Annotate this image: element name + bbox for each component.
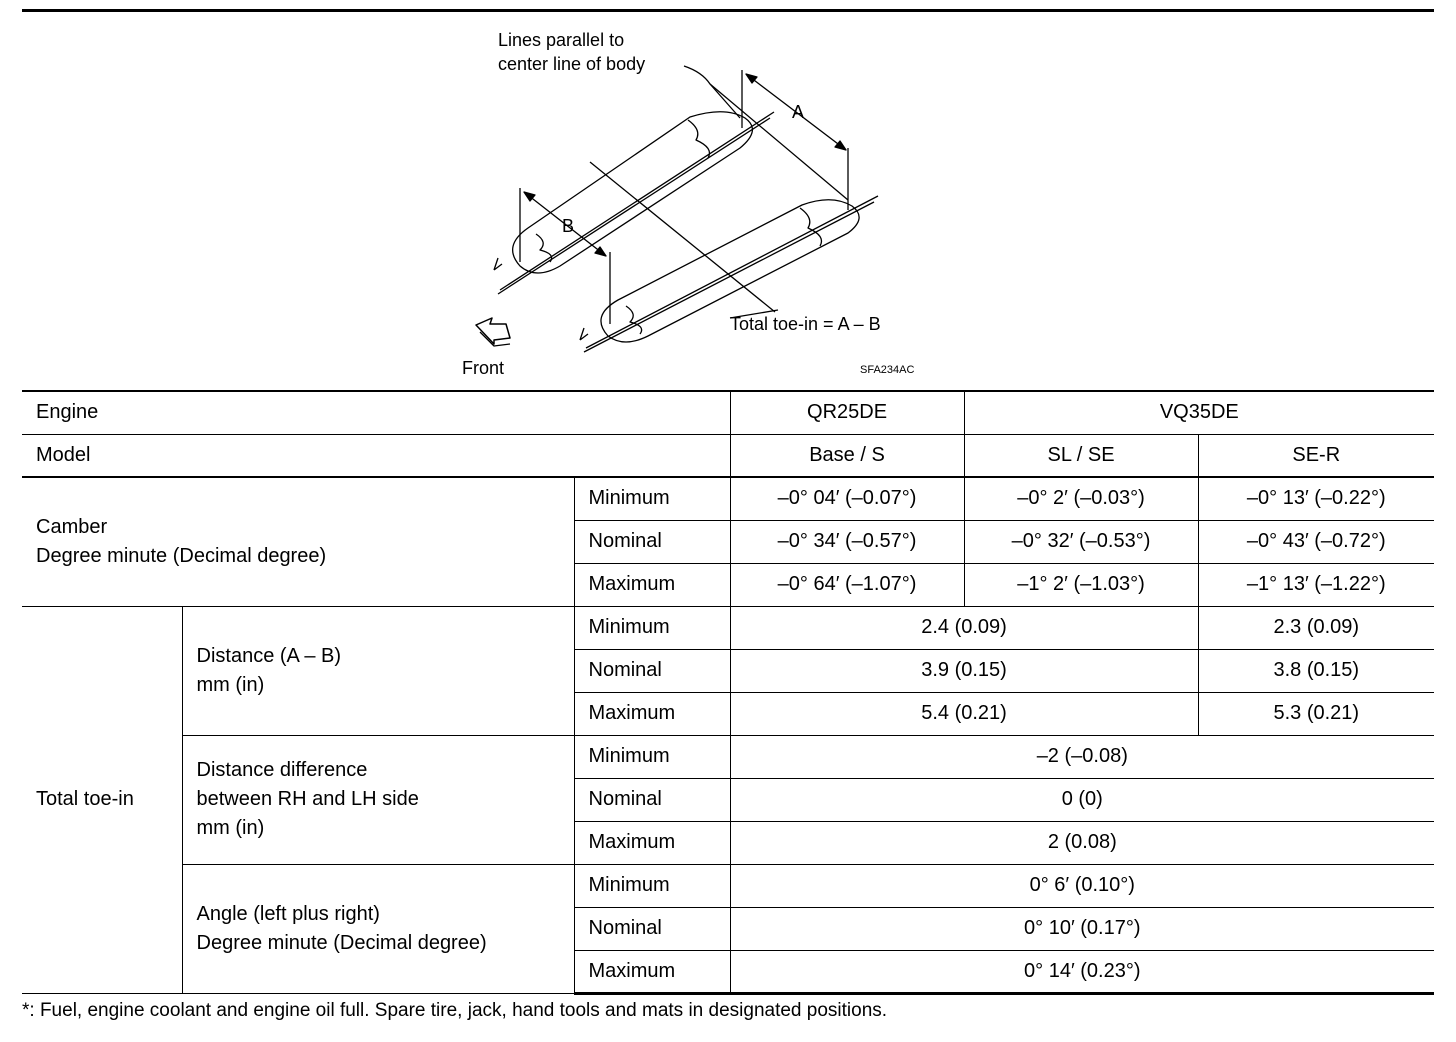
level-label: Nominal: [573, 906, 731, 951]
distance-ser-value: 2.3 (0.09): [1197, 605, 1435, 650]
camber-row-nominal: Nominal –0° 34′ (–0.57°) –0° 32′ (–0.53°…: [22, 519, 1435, 564]
model-label: Model: [22, 433, 731, 478]
distance-base-sl-value: 5.4 (0.21): [729, 691, 1199, 736]
level-label: Nominal: [573, 648, 731, 693]
level-label: Nominal: [573, 777, 731, 822]
angle-row-maximum: Maximum 0° 14′ (0.23°): [22, 949, 1435, 995]
dimension-b-label: B: [562, 216, 575, 236]
parallel-lines-label: Lines parallel to center line of body: [498, 30, 646, 74]
wheel-alignment-table: Engine QR25DE VQ35DE Model Base / S SL /…: [22, 390, 1435, 995]
right-tire-outline: [600, 199, 860, 343]
model-sl-se: SL / SE: [963, 433, 1199, 478]
angle-row-minimum: Angle (left plus right) Degree minute (D…: [22, 863, 1435, 994]
camber-base-value: –0° 64′ (–1.07°): [729, 562, 965, 607]
camber-ser-value: –0° 43′ (–0.72°): [1197, 519, 1435, 564]
level-label: Maximum: [573, 820, 731, 865]
level-label: Minimum: [573, 476, 731, 521]
level-label: Minimum: [573, 605, 731, 650]
angle-label: Angle (left plus right) Degree minute (D…: [181, 863, 575, 994]
distance-base-sl-value: 2.4 (0.09): [729, 605, 1199, 650]
camber-sl-value: –0° 32′ (–0.53°): [963, 519, 1199, 564]
left-tire-outline: [512, 111, 753, 274]
angle-value: 0° 6′ (0.10°): [729, 863, 1435, 908]
camber-label: Camber Degree minute (Decimal degree): [22, 476, 575, 607]
camber-ser-value: –1° 13′ (–1.22°): [1197, 562, 1435, 607]
figure-code: SFA234AC: [860, 364, 915, 376]
distance-row-maximum: Maximum 5.4 (0.21) 5.3 (0.21): [22, 691, 1435, 736]
camber-base-value: –0° 34′ (–0.57°): [729, 519, 965, 564]
left-tire-tread: [535, 119, 711, 263]
level-label: Maximum: [573, 691, 731, 736]
difference-row-nominal: Nominal 0 (0): [22, 777, 1435, 822]
level-label: Minimum: [573, 734, 731, 779]
model-base-s: Base / S: [729, 433, 965, 478]
dimension-a-label: A: [792, 102, 805, 122]
level-label: Minimum: [573, 863, 731, 908]
camber-row-maximum: Maximum –0° 64′ (–1.07°) –1° 2′ (–1.03°)…: [22, 562, 1435, 607]
camber-sl-value: –1° 2′ (–1.03°): [963, 562, 1199, 607]
angle-value: 0° 10′ (0.17°): [729, 906, 1435, 951]
difference-value: –2 (–0.08): [729, 734, 1435, 779]
total-toe-in-formula: Total toe-in = A – B: [730, 314, 881, 334]
camber-sl-value: –0° 2′ (–0.03°): [963, 476, 1199, 521]
engine-row: Engine QR25DE VQ35DE: [22, 390, 1435, 435]
distance-row-minimum: Total toe-in Distance (A – B) mm (in) Mi…: [22, 605, 1435, 994]
model-row: Model Base / S SL / SE SE-R: [22, 433, 1435, 478]
angle-value: 0° 14′ (0.23°): [729, 949, 1435, 995]
toe-in-diagram: Lines parallel to center line of body A …: [440, 22, 960, 382]
camber-row-minimum: Camber Degree minute (Decimal degree) Mi…: [22, 476, 1435, 607]
distance-ser-value: 5.3 (0.21): [1197, 691, 1435, 736]
engine-vq35de: VQ35DE: [963, 390, 1435, 435]
engine-label: Engine: [22, 390, 731, 435]
front-arrow-icon: [475, 317, 511, 345]
level-label: Maximum: [573, 949, 731, 995]
difference-value: 2 (0.08): [729, 820, 1435, 865]
distance-label: Distance (A – B) mm (in): [181, 605, 575, 736]
difference-row-minimum: Distance difference between RH and LH si…: [22, 734, 1435, 865]
engine-qr25de: QR25DE: [729, 390, 965, 435]
top-rule: [22, 9, 1434, 12]
distance-difference-label: Distance difference between RH and LH si…: [181, 734, 575, 865]
level-label: Nominal: [573, 519, 731, 564]
toe-in-diagram-drawing: [475, 65, 879, 353]
total-toe-in-label: Total toe-in: [22, 605, 183, 994]
front-label: Front: [462, 358, 505, 378]
camber-base-value: –0° 04′ (–0.07°): [729, 476, 965, 521]
model-se-r: SE-R: [1197, 433, 1435, 478]
difference-value: 0 (0): [729, 777, 1435, 822]
distance-ser-value: 3.8 (0.15): [1197, 648, 1435, 693]
distance-base-sl-value: 3.9 (0.15): [729, 648, 1199, 693]
difference-row-maximum: Maximum 2 (0.08): [22, 820, 1435, 865]
right-tire-tread: [625, 207, 823, 335]
footnote: *: Fuel, engine coolant and engine oil f…: [22, 1000, 888, 1021]
camber-ser-value: –0° 13′ (–0.22°): [1197, 476, 1435, 521]
distance-row-nominal: Nominal 3.9 (0.15) 3.8 (0.15): [22, 648, 1435, 693]
angle-row-nominal: Nominal 0° 10′ (0.17°): [22, 906, 1435, 951]
level-label: Maximum: [573, 562, 731, 607]
